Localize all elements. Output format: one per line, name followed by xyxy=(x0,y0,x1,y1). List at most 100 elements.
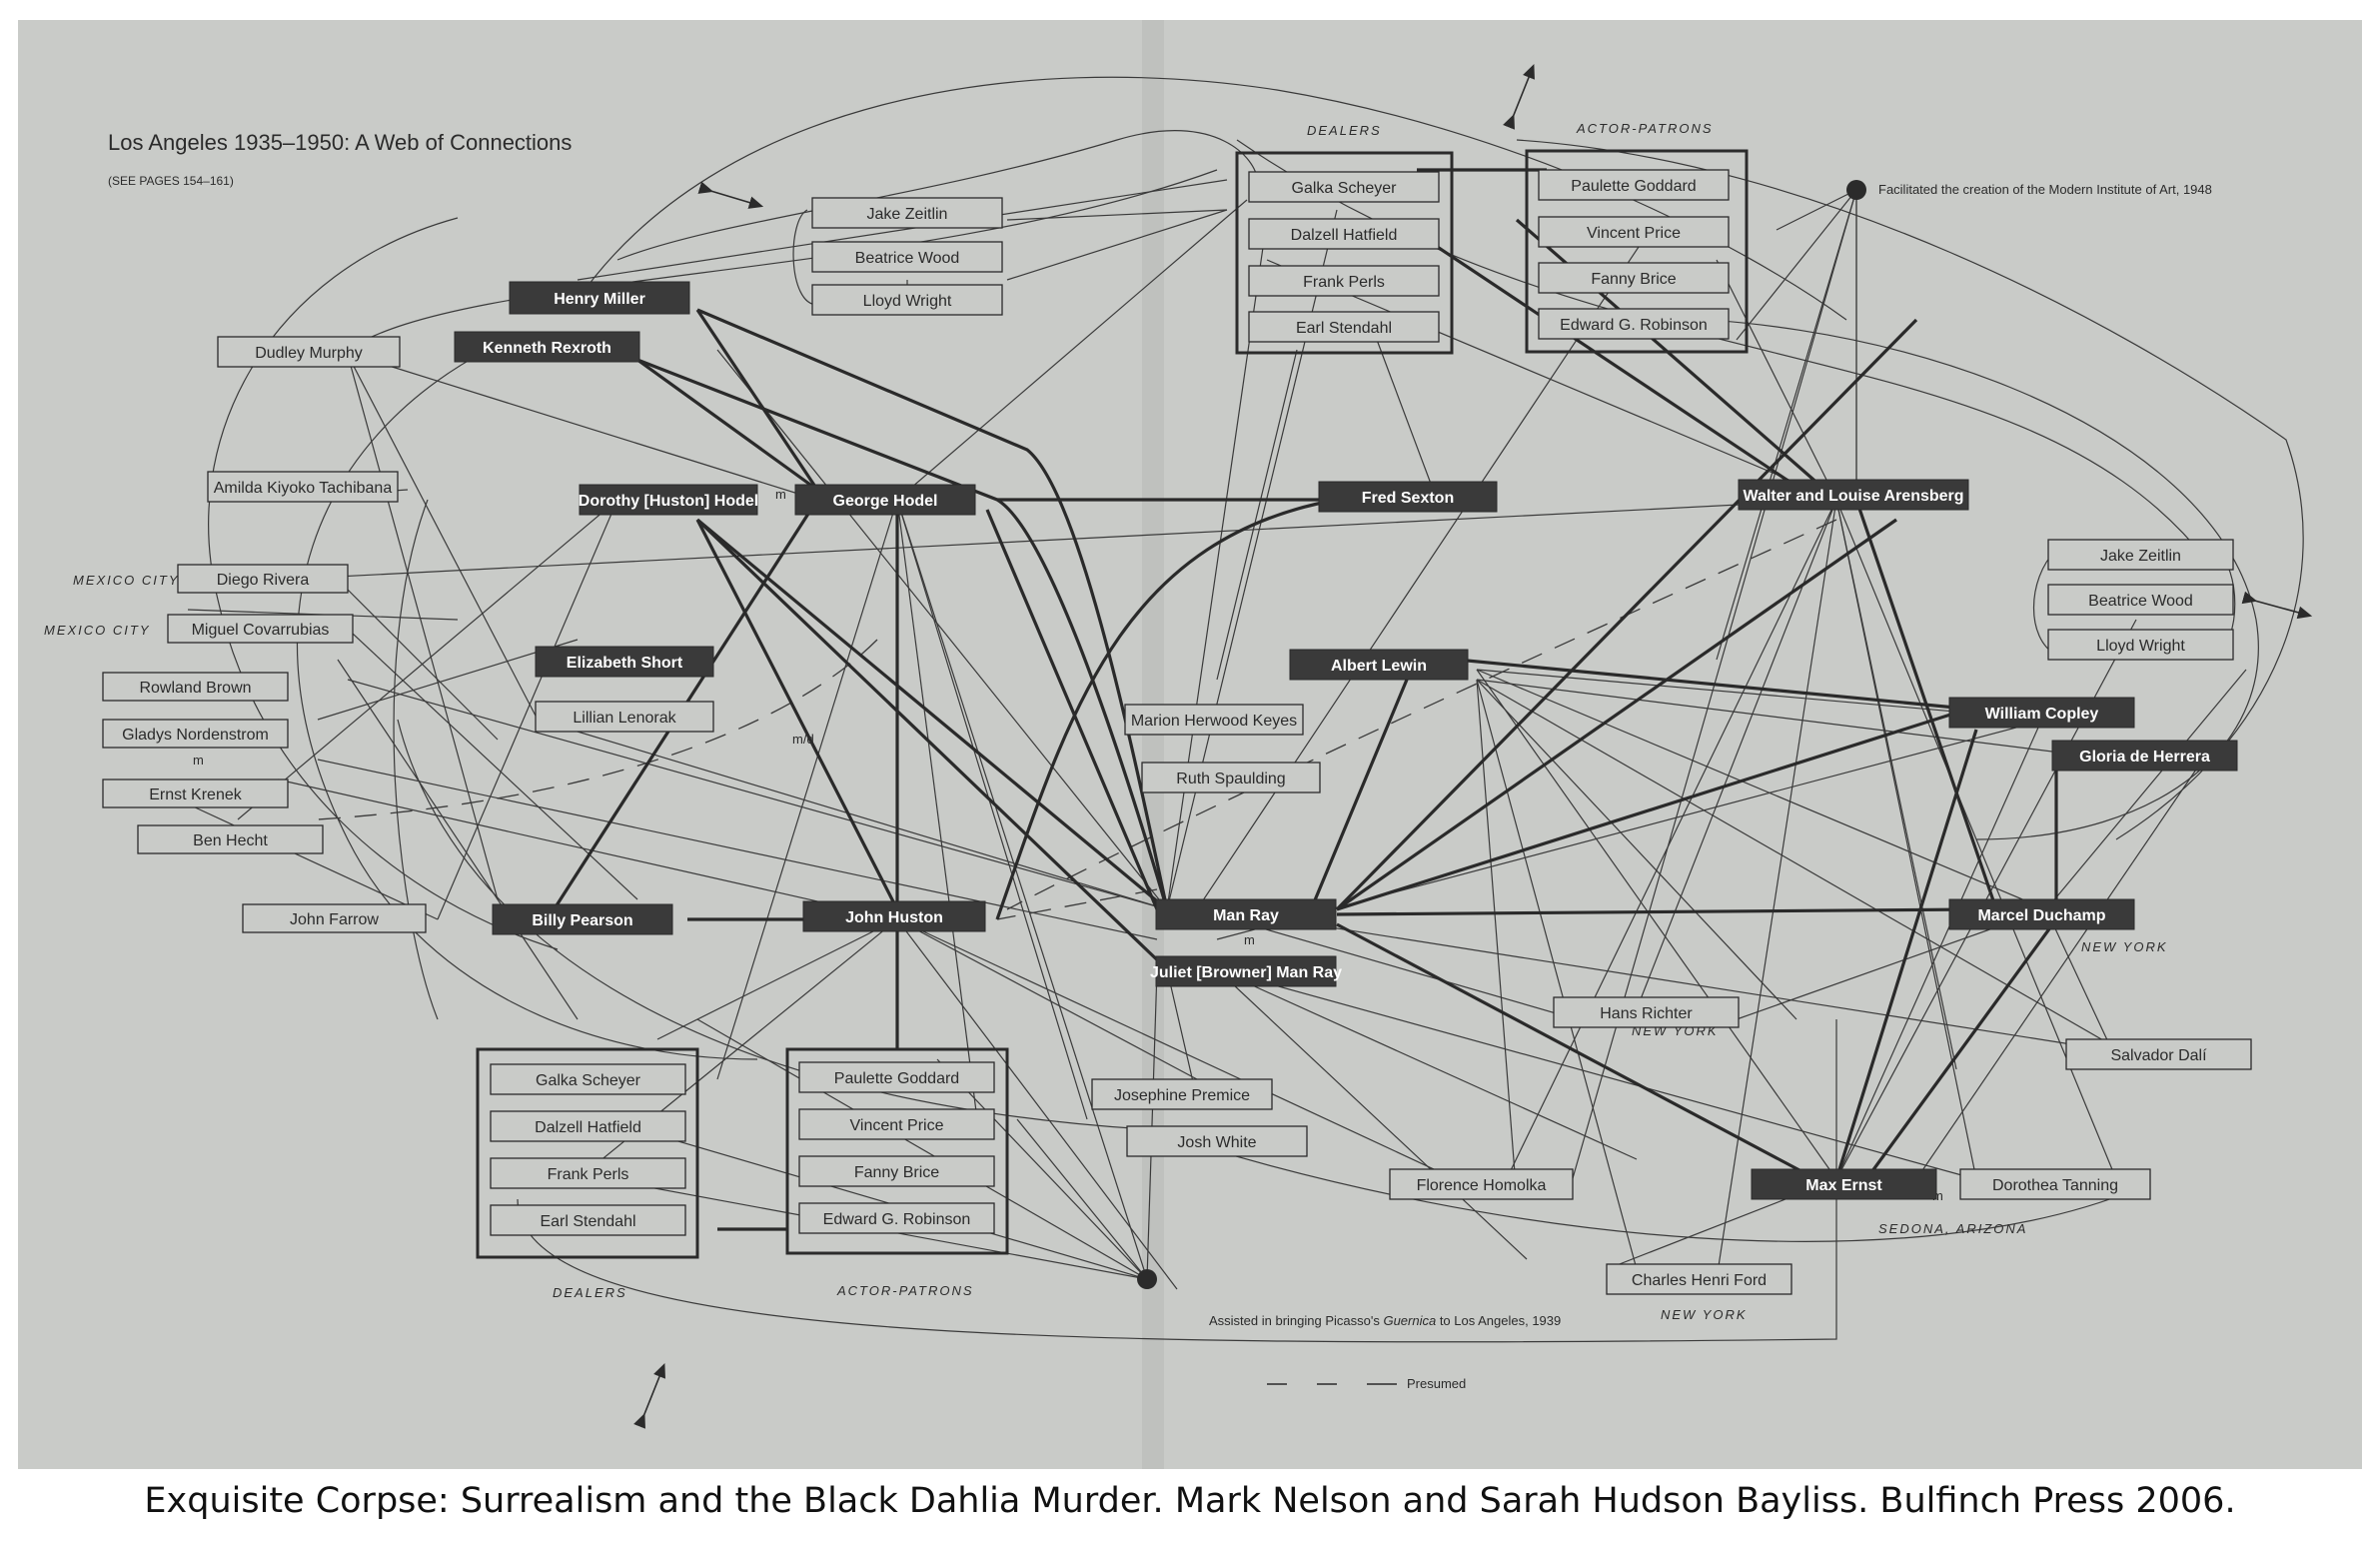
person-name: Beatrice Wood xyxy=(2088,593,2193,610)
dealers-top-label: DEALERS xyxy=(1307,123,1382,138)
person-node-hans-richter: Hans Richter xyxy=(1553,996,1740,1028)
person-name: Lillian Lenorak xyxy=(573,710,676,727)
person-name: Amilda Kiyoko Tachibana xyxy=(214,480,393,497)
connection-line xyxy=(296,349,758,1060)
person-name: Edward G. Robinson xyxy=(823,1211,971,1228)
actor-patrons-top-label: ACTOR-PATRONS xyxy=(1576,121,1714,136)
connection-line xyxy=(1576,317,2259,840)
double-arrow-icon xyxy=(1503,64,1535,130)
person-box xyxy=(802,900,986,932)
person-box xyxy=(2047,539,2234,571)
scanned-book-spread: Los Angeles 1935–1950: A Web of Connecti… xyxy=(18,20,2362,1469)
connection-line xyxy=(317,759,1158,940)
strong-line xyxy=(1336,922,1817,1181)
person-name: Josh White xyxy=(1177,1134,1256,1151)
mexico-city-label-2: MEXICO CITY xyxy=(44,623,151,638)
presumed-line xyxy=(996,888,1158,920)
connection-line xyxy=(1266,259,1837,501)
person-box xyxy=(535,701,714,733)
person-box xyxy=(1553,996,1740,1028)
connection-line xyxy=(716,499,898,1080)
person-box xyxy=(798,1061,995,1093)
guernica-dot xyxy=(1137,1269,1157,1289)
connection-line xyxy=(208,217,559,950)
presumed-connections xyxy=(317,519,1837,920)
person-node-max-ernst: Max Ernst xyxy=(1751,1168,1937,1200)
person-box xyxy=(1155,898,1337,930)
person-node-lillian-lenorak: Lillian Lenorak xyxy=(535,701,714,733)
guernica-note: Assisted in bringing Picasso's Guernica … xyxy=(1209,1313,1561,1328)
strong-line xyxy=(1335,318,1918,911)
person-box xyxy=(2047,584,2234,616)
person-node-dudley-murphy: Dudley Murphy xyxy=(217,336,401,368)
connection-line xyxy=(317,639,579,721)
person-name: Earl Stendahl xyxy=(540,1213,635,1230)
person-node-billy-pearson: Billy Pearson xyxy=(492,903,673,935)
marriage-marker: m xyxy=(1932,1188,1943,1203)
dealers-bottom-frame xyxy=(476,1047,699,1259)
person-node-earl-top: Earl Stendahl xyxy=(1248,311,1440,343)
person-node-vincent-top: Vincent Price xyxy=(1538,216,1730,248)
connection-line xyxy=(716,349,1168,910)
connection-line xyxy=(1476,669,1837,1180)
modern-institute-dot xyxy=(1846,180,1866,200)
person-node-salvador-dali: Salvador Dalí xyxy=(2065,1038,2252,1070)
connection-line xyxy=(1476,679,2137,1060)
strong-line xyxy=(695,309,819,491)
connection-line xyxy=(2045,669,2247,910)
person-box xyxy=(490,1204,686,1236)
person-box xyxy=(490,1063,686,1095)
double-arrow-icon xyxy=(633,1363,665,1429)
person-name: Vincent Price xyxy=(1587,225,1681,242)
person-box xyxy=(1948,697,2135,729)
person-box xyxy=(1289,649,1469,681)
person-box xyxy=(1948,898,2135,930)
person-name: Dalzell Hatfield xyxy=(535,1119,641,1136)
diagram-subtitle: (SEE PAGES 154–161) xyxy=(108,174,234,188)
book-spine xyxy=(1142,20,1164,1469)
connection-line xyxy=(1516,139,2304,840)
person-name: Walter and Louise Arensberg xyxy=(1743,488,1963,505)
image-caption: Exquisite Corpse: Surrealism and the Bla… xyxy=(144,1481,2236,1521)
person-node-jake-zeitlin-top: Jake Zeitlin xyxy=(811,197,1003,229)
connection-line xyxy=(1216,349,1298,681)
bracket-line xyxy=(792,209,818,306)
person-name: Ben Hecht xyxy=(193,832,268,849)
person-box xyxy=(579,484,758,516)
connection-line xyxy=(1216,968,1638,1160)
connection-line xyxy=(393,499,439,1020)
person-name: Elizabeth Short xyxy=(567,655,683,672)
person-box xyxy=(811,284,1003,316)
person-node-marion-keyes: Marion Herwood Keyes xyxy=(1124,704,1304,736)
person-node-robinson-top: Edward G. Robinson xyxy=(1538,308,1730,340)
person-name: William Copley xyxy=(1985,706,2099,723)
connection-line xyxy=(177,798,439,920)
strong-line xyxy=(1396,218,1817,502)
person-box xyxy=(811,241,1003,273)
connection-line xyxy=(347,679,1168,910)
strong-line xyxy=(1515,218,1838,502)
person-node-arensberg: Walter and Louise Arensberg xyxy=(1738,479,1969,511)
marriage-marker: m xyxy=(1244,932,1255,947)
person-box xyxy=(1738,479,1969,511)
person-node-frank-perls-top: Frank Perls xyxy=(1248,265,1440,297)
person-box xyxy=(490,1110,686,1142)
person-node-gladys: Gladys Nordenstrom xyxy=(102,719,289,749)
person-box xyxy=(490,1157,686,1189)
person-node-albert-lewin: Albert Lewin xyxy=(1289,649,1469,681)
person-name: Lloyd Wright xyxy=(2096,638,2185,655)
person-node-dorothy: Dorothy [Huston] Hodel xyxy=(579,484,758,516)
connection-line xyxy=(696,1018,1148,1280)
strong-line xyxy=(1336,907,1977,916)
person-name: Billy Pearson xyxy=(532,912,632,929)
person-name: Charles Henri Ford xyxy=(1632,1272,1767,1289)
connection-line xyxy=(1736,189,1857,341)
person-name: Fred Sexton xyxy=(1362,490,1454,507)
person-name: Ruth Spaulding xyxy=(1176,771,1285,787)
dealers-bottom-label: DEALERS xyxy=(553,1285,627,1300)
strong-line xyxy=(696,308,1169,910)
person-name: Albert Lewin xyxy=(1331,658,1427,675)
person-node-diego-rivera: Diego Rivera xyxy=(177,564,349,594)
person-node-dalzell-top: Dalzell Hatfield xyxy=(1248,218,1440,250)
person-node-marcel-duchamp: Marcel Duchamp xyxy=(1948,898,2135,930)
